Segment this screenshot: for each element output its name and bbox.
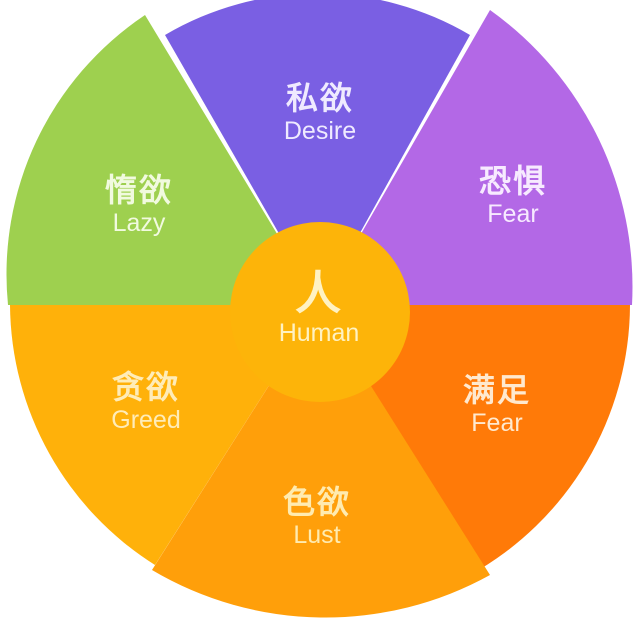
- label-lust: 色欲 Lust: [283, 484, 351, 550]
- segment-lazy: [6, 15, 321, 305]
- label-greed-zh: 贪欲: [111, 368, 181, 406]
- label-lust-zh: 色欲: [282, 483, 352, 521]
- label-desire-zh: 私欲: [285, 79, 354, 117]
- label-lazy: 惰欲 Lazy: [105, 172, 173, 238]
- segment-desire: [165, 0, 470, 305]
- label-lazy-zh: 惰欲: [104, 171, 174, 209]
- label-fear-zh: 恐惧: [478, 162, 548, 200]
- segment-lust: [152, 305, 490, 618]
- label-lazy-en: Lazy: [112, 209, 166, 237]
- segment-fear: [320, 10, 633, 305]
- label-satisfy-zh: 满足: [462, 371, 532, 409]
- label-desire-en: Desire: [283, 117, 357, 145]
- label-satisfy: 满足 Fear: [463, 372, 531, 438]
- label-greed: 贪欲 Greed: [111, 369, 180, 435]
- label-desire: 私欲 Desire: [284, 80, 356, 146]
- label-center: 人 Human: [279, 268, 360, 348]
- label-satisfy-en: Fear: [471, 409, 523, 437]
- label-center-en: Human: [278, 319, 360, 347]
- center-circle: [230, 222, 410, 402]
- label-center-zh: 人: [295, 266, 343, 320]
- label-greed-en: Greed: [111, 406, 181, 434]
- segment-greed: [10, 305, 320, 565]
- label-lust-en: Lust: [293, 521, 341, 549]
- label-fear-en: Fear: [487, 200, 539, 228]
- label-fear: 恐惧 Fear: [479, 163, 547, 229]
- segment-satisfy: [320, 305, 630, 575]
